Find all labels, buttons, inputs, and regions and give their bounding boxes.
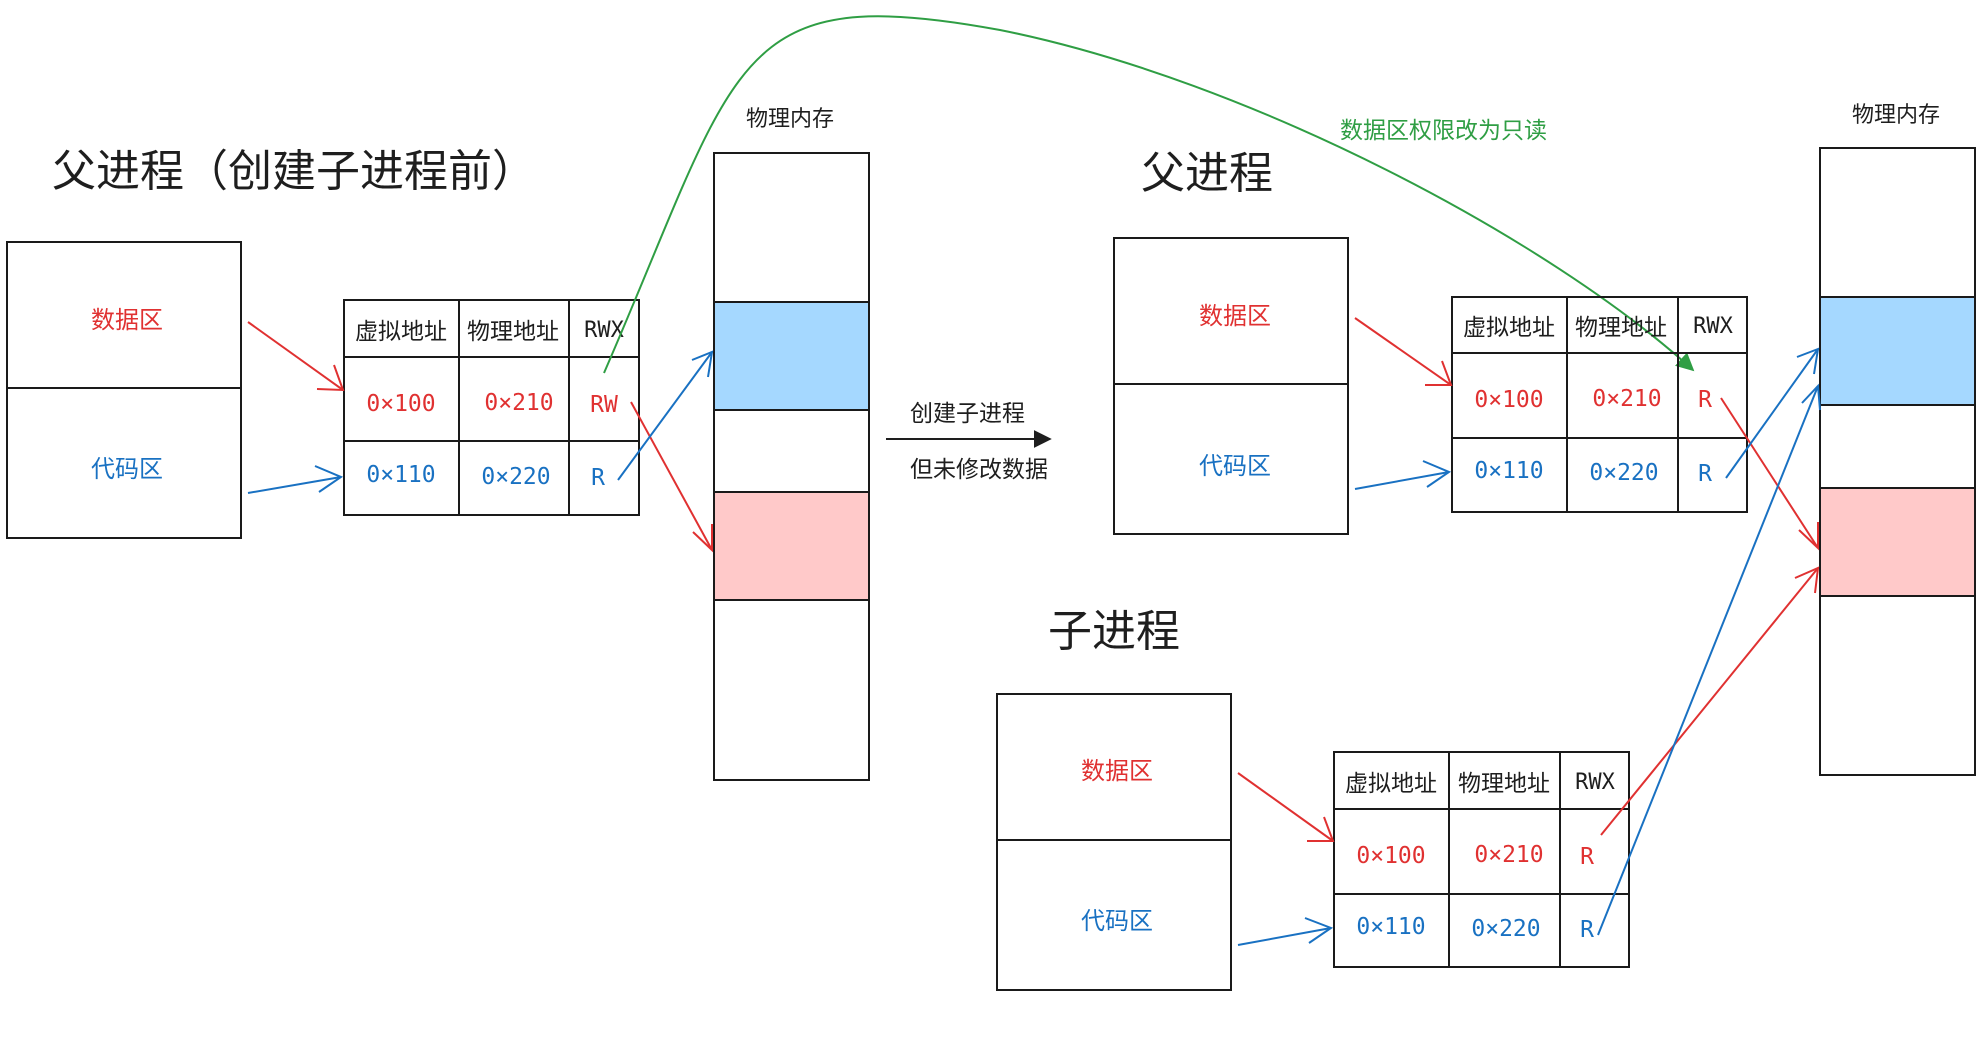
arrow-blue bbox=[247, 465, 344, 494]
memory-page-code bbox=[1819, 296, 1976, 406]
table-cell-physical: 0×220 bbox=[1471, 916, 1540, 942]
table-header-rwx: RWX bbox=[1575, 770, 1615, 795]
parent-after-title: 父进程 bbox=[1141, 148, 1273, 199]
parent-before-address-space: 数据区 代码区 bbox=[6, 241, 242, 539]
table-cell-virtual: 0×110 bbox=[366, 462, 435, 488]
table-cell-physical: 0×210 bbox=[1592, 386, 1661, 412]
memory-page-data bbox=[713, 491, 870, 601]
table-header-virtual: 虚拟地址 bbox=[1345, 771, 1437, 797]
arrow-blue bbox=[1237, 917, 1334, 946]
arrow-blue bbox=[1597, 383, 1821, 936]
table-cell-physical: 0×220 bbox=[1589, 460, 1658, 486]
table-cell-physical: 0×210 bbox=[1474, 842, 1543, 868]
table-cell-rwx: R bbox=[1580, 917, 1594, 943]
arrow-red bbox=[1354, 317, 1453, 386]
table-header-rwx: RWX bbox=[1693, 314, 1733, 339]
table-cell-rwx: R bbox=[1698, 387, 1712, 413]
parent-after-data-area: 数据区 bbox=[1199, 302, 1271, 330]
memory-page-code bbox=[713, 301, 870, 411]
parent-after-address-space: 数据区 代码区 bbox=[1113, 237, 1349, 535]
child-page-table: 虚拟地址 物理地址 RWX 0×100 0×210 R 0×110 0×220 … bbox=[1333, 751, 1630, 968]
table-cell-rwx: R bbox=[1580, 844, 1594, 870]
arrow-blue bbox=[617, 350, 714, 481]
parent-before-code-area: 代码区 bbox=[91, 455, 163, 483]
arrow-red bbox=[1720, 397, 1819, 551]
table-header-physical: 物理地址 bbox=[1575, 315, 1667, 341]
table-cell-physical: 0×220 bbox=[481, 464, 550, 490]
child-data-area: 数据区 bbox=[1081, 757, 1153, 785]
child-title: 子进程 bbox=[1048, 606, 1180, 657]
physical-memory-label: 物理内存 bbox=[1852, 103, 1940, 128]
physical-memory-after: 物理内存 bbox=[1819, 103, 1976, 776]
parent-before-data-area: 数据区 bbox=[91, 306, 163, 334]
permission-change-annotation: 数据区权限改为只读 bbox=[1340, 118, 1547, 144]
child-code-area: 代码区 bbox=[1081, 907, 1153, 935]
permission-change-curve bbox=[603, 15, 1695, 374]
table-cell-physical: 0×210 bbox=[484, 390, 553, 416]
transition-label-line1: 创建子进程 bbox=[910, 401, 1025, 427]
table-cell-rwx: R bbox=[1698, 461, 1712, 487]
table-header-virtual: 虚拟地址 bbox=[355, 319, 447, 345]
table-cell-virtual: 0×100 bbox=[366, 391, 435, 417]
physical-memory-before: 物理内存 bbox=[713, 107, 870, 781]
arrow-red bbox=[630, 401, 713, 553]
arrow-red bbox=[247, 321, 345, 392]
arrow-red bbox=[1237, 772, 1335, 842]
parent-after-page-table: 虚拟地址 物理地址 RWX 0×100 0×210 R 0×110 0×220 … bbox=[1451, 296, 1748, 513]
table-cell-virtual: 0×100 bbox=[1474, 387, 1543, 413]
table-cell-rwx: R bbox=[591, 465, 605, 491]
arrow-blue bbox=[1725, 347, 1820, 479]
table-header-physical: 物理地址 bbox=[467, 319, 559, 345]
table-cell-virtual: 0×110 bbox=[1356, 914, 1425, 940]
table-cell-rwx: RW bbox=[590, 392, 618, 418]
child-address-space: 数据区 代码区 bbox=[996, 693, 1232, 991]
physical-memory-label: 物理内存 bbox=[746, 107, 834, 132]
table-header-virtual: 虚拟地址 bbox=[1463, 315, 1555, 341]
parent-before-title: 父进程（创建子进程前） bbox=[52, 146, 536, 197]
parent-after-code-area: 代码区 bbox=[1199, 452, 1271, 480]
memory-page-data bbox=[1819, 487, 1976, 597]
transition-label-line2: 但未修改数据 bbox=[910, 457, 1048, 483]
arrow-red bbox=[1600, 566, 1820, 836]
arrow-blue bbox=[1354, 460, 1452, 490]
table-header-physical: 物理地址 bbox=[1458, 771, 1550, 797]
parent-before-page-table: 虚拟地址 物理地址 RWX 0×100 0×210 RW 0×110 0×220… bbox=[343, 299, 640, 516]
table-cell-virtual: 0×110 bbox=[1474, 458, 1543, 484]
table-cell-virtual: 0×100 bbox=[1356, 843, 1425, 869]
